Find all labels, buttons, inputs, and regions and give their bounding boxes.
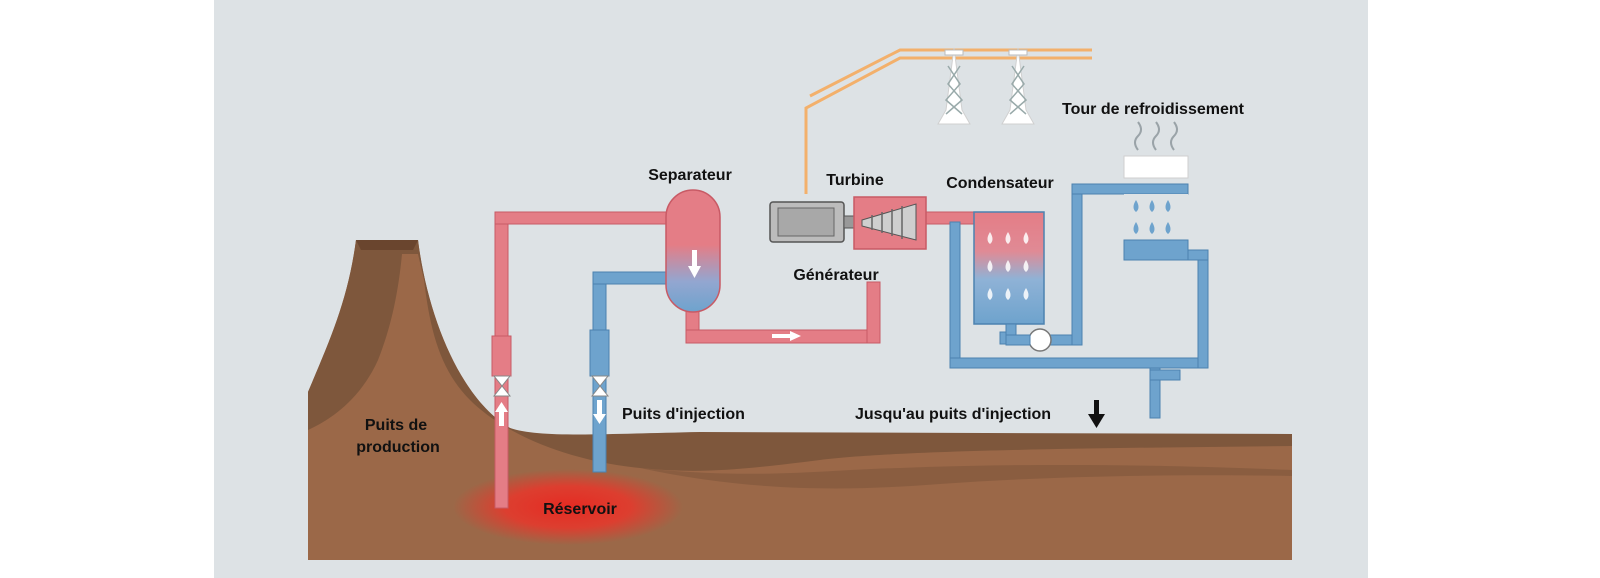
cold-pipe-tower-feed — [1071, 183, 1083, 346]
flow-arrow-icon — [593, 400, 606, 424]
to-injection-well-label: Jusqu'au puits d'injection — [855, 406, 1051, 423]
valve-icon — [590, 375, 610, 397]
separator-label: Separateur — [648, 167, 732, 184]
cold-pipe-right-riser — [1197, 249, 1209, 369]
generator-label: Générateur — [793, 267, 878, 284]
volcano-crater — [356, 240, 418, 250]
power-cable-lower — [804, 56, 1092, 194]
down-arrow-icon — [1088, 400, 1105, 428]
injection-well-head — [589, 329, 610, 377]
water-drop-icon — [1133, 200, 1171, 234]
cooling-tower-basin — [1123, 239, 1189, 261]
cooling-tower-top — [1123, 155, 1189, 179]
pump-icon — [1028, 328, 1052, 352]
cold-water-pipes — [592, 183, 1209, 473]
cold-pipe-from-separator — [592, 271, 674, 285]
flow-arrow-icon — [495, 402, 508, 426]
pylon-icon — [937, 47, 971, 125]
turbine-label: Turbine — [826, 172, 884, 189]
earth-lower-band — [640, 464, 1292, 489]
pylon-icon — [1001, 47, 1035, 125]
flow-arrow-icon — [688, 250, 701, 278]
cold-pipe-tower-return — [1185, 249, 1209, 261]
flow-arrow-icon — [772, 331, 801, 341]
power-line — [804, 48, 1092, 194]
production-well-label-line2: production — [356, 439, 440, 456]
pump-link-pipe — [1005, 334, 1031, 346]
cold-pipe-left-riser — [949, 221, 961, 369]
generator-unit — [769, 201, 855, 243]
reservoir-label: Réservoir — [543, 501, 617, 518]
injection-well-label: Puits d'injection — [622, 406, 745, 423]
cold-pipe-injection-out — [1149, 367, 1161, 419]
condenser-unit — [973, 211, 1045, 345]
condenser-label: Condensateur — [946, 175, 1054, 192]
water-drop-icon — [987, 232, 1029, 300]
hot-pipe-to-separator — [494, 211, 676, 225]
separator-vessel — [665, 189, 721, 313]
hot-pipe-riser — [866, 281, 881, 344]
cold-pipe-bottom — [949, 357, 1209, 369]
cold-pipe-tower-top — [1071, 183, 1189, 195]
cold-pipe-junction — [1149, 369, 1181, 381]
cooling-tower-label: Tour de refroidissement — [1062, 101, 1245, 118]
power-cable-upper — [809, 48, 1092, 98]
steam-icon — [1134, 121, 1178, 151]
valve-icon — [492, 375, 512, 397]
production-well-label-line1: Puits de — [365, 417, 427, 434]
cooling-tower — [1123, 121, 1189, 261]
turbine-unit — [853, 196, 927, 250]
production-well-head — [491, 335, 512, 377]
reservoir-glow — [453, 469, 683, 545]
